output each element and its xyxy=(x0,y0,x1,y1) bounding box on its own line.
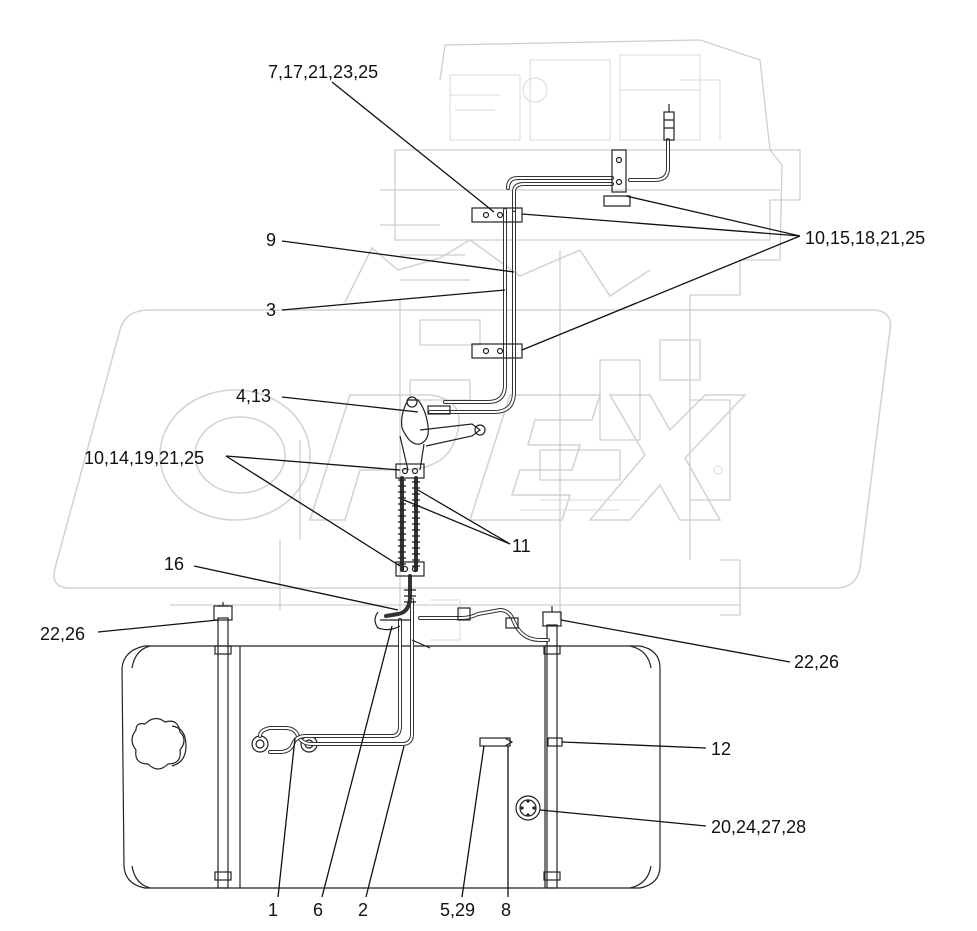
flexible-hose-left xyxy=(398,476,406,572)
fuel-line-return xyxy=(374,608,550,649)
callout-8: 8 xyxy=(501,900,512,920)
clamp-right xyxy=(603,149,631,207)
callout-10-14-19-21-25: 10,14,19,21,25 xyxy=(84,448,205,468)
tank-strap-left xyxy=(213,602,233,889)
tank-fitting-left xyxy=(251,735,269,753)
callout-9: 9 xyxy=(266,230,277,250)
filler-cap xyxy=(131,717,187,770)
callout-10-15-18-21-25: 10,15,18,21,25 xyxy=(805,228,926,248)
fuel-line-top-run xyxy=(512,138,670,212)
fuel-line-to-tank-1 xyxy=(258,598,414,746)
valve-top-right xyxy=(663,104,675,141)
strap-clip-right xyxy=(547,737,563,747)
fuel-line-left xyxy=(443,176,614,404)
clamp-return-line xyxy=(457,607,519,629)
callout-6: 6 xyxy=(313,900,324,920)
clamp-hose-lower xyxy=(395,561,425,577)
lower-hose-elbow xyxy=(384,574,416,618)
callout-7-17-21-23-25: 7,17,21,23,25 xyxy=(268,62,379,82)
callout-2: 2 xyxy=(358,900,369,920)
clamp-top xyxy=(471,207,523,223)
callout-3: 3 xyxy=(266,300,277,320)
fuel-tank xyxy=(121,645,661,889)
fuel-line-main xyxy=(428,208,516,414)
callout-11: 11 xyxy=(512,536,531,556)
callout-1: 1 xyxy=(268,900,279,920)
engine-ghost-outline xyxy=(170,39,801,641)
leader-lines xyxy=(97,81,801,898)
callout-5-29: 5,29 xyxy=(440,900,476,920)
tank-strap-right xyxy=(542,606,562,889)
clamp-middle xyxy=(471,343,523,359)
flexible-hose-right xyxy=(412,476,420,572)
callout-4-13: 4,13 xyxy=(236,386,272,406)
drain-plug xyxy=(479,737,514,747)
callout-16: 16 xyxy=(164,554,185,574)
callout-12: 12 xyxy=(711,739,732,759)
fuel-line-to-tank-2 xyxy=(268,618,402,754)
callout-20-24-27-28: 20,24,27,28 xyxy=(711,817,807,837)
callout-22-26-right: 22,26 xyxy=(794,652,840,672)
callout-22-26-left: 22,26 xyxy=(40,624,86,644)
level-sensor xyxy=(515,795,541,821)
clamp-hose-upper xyxy=(395,463,425,479)
